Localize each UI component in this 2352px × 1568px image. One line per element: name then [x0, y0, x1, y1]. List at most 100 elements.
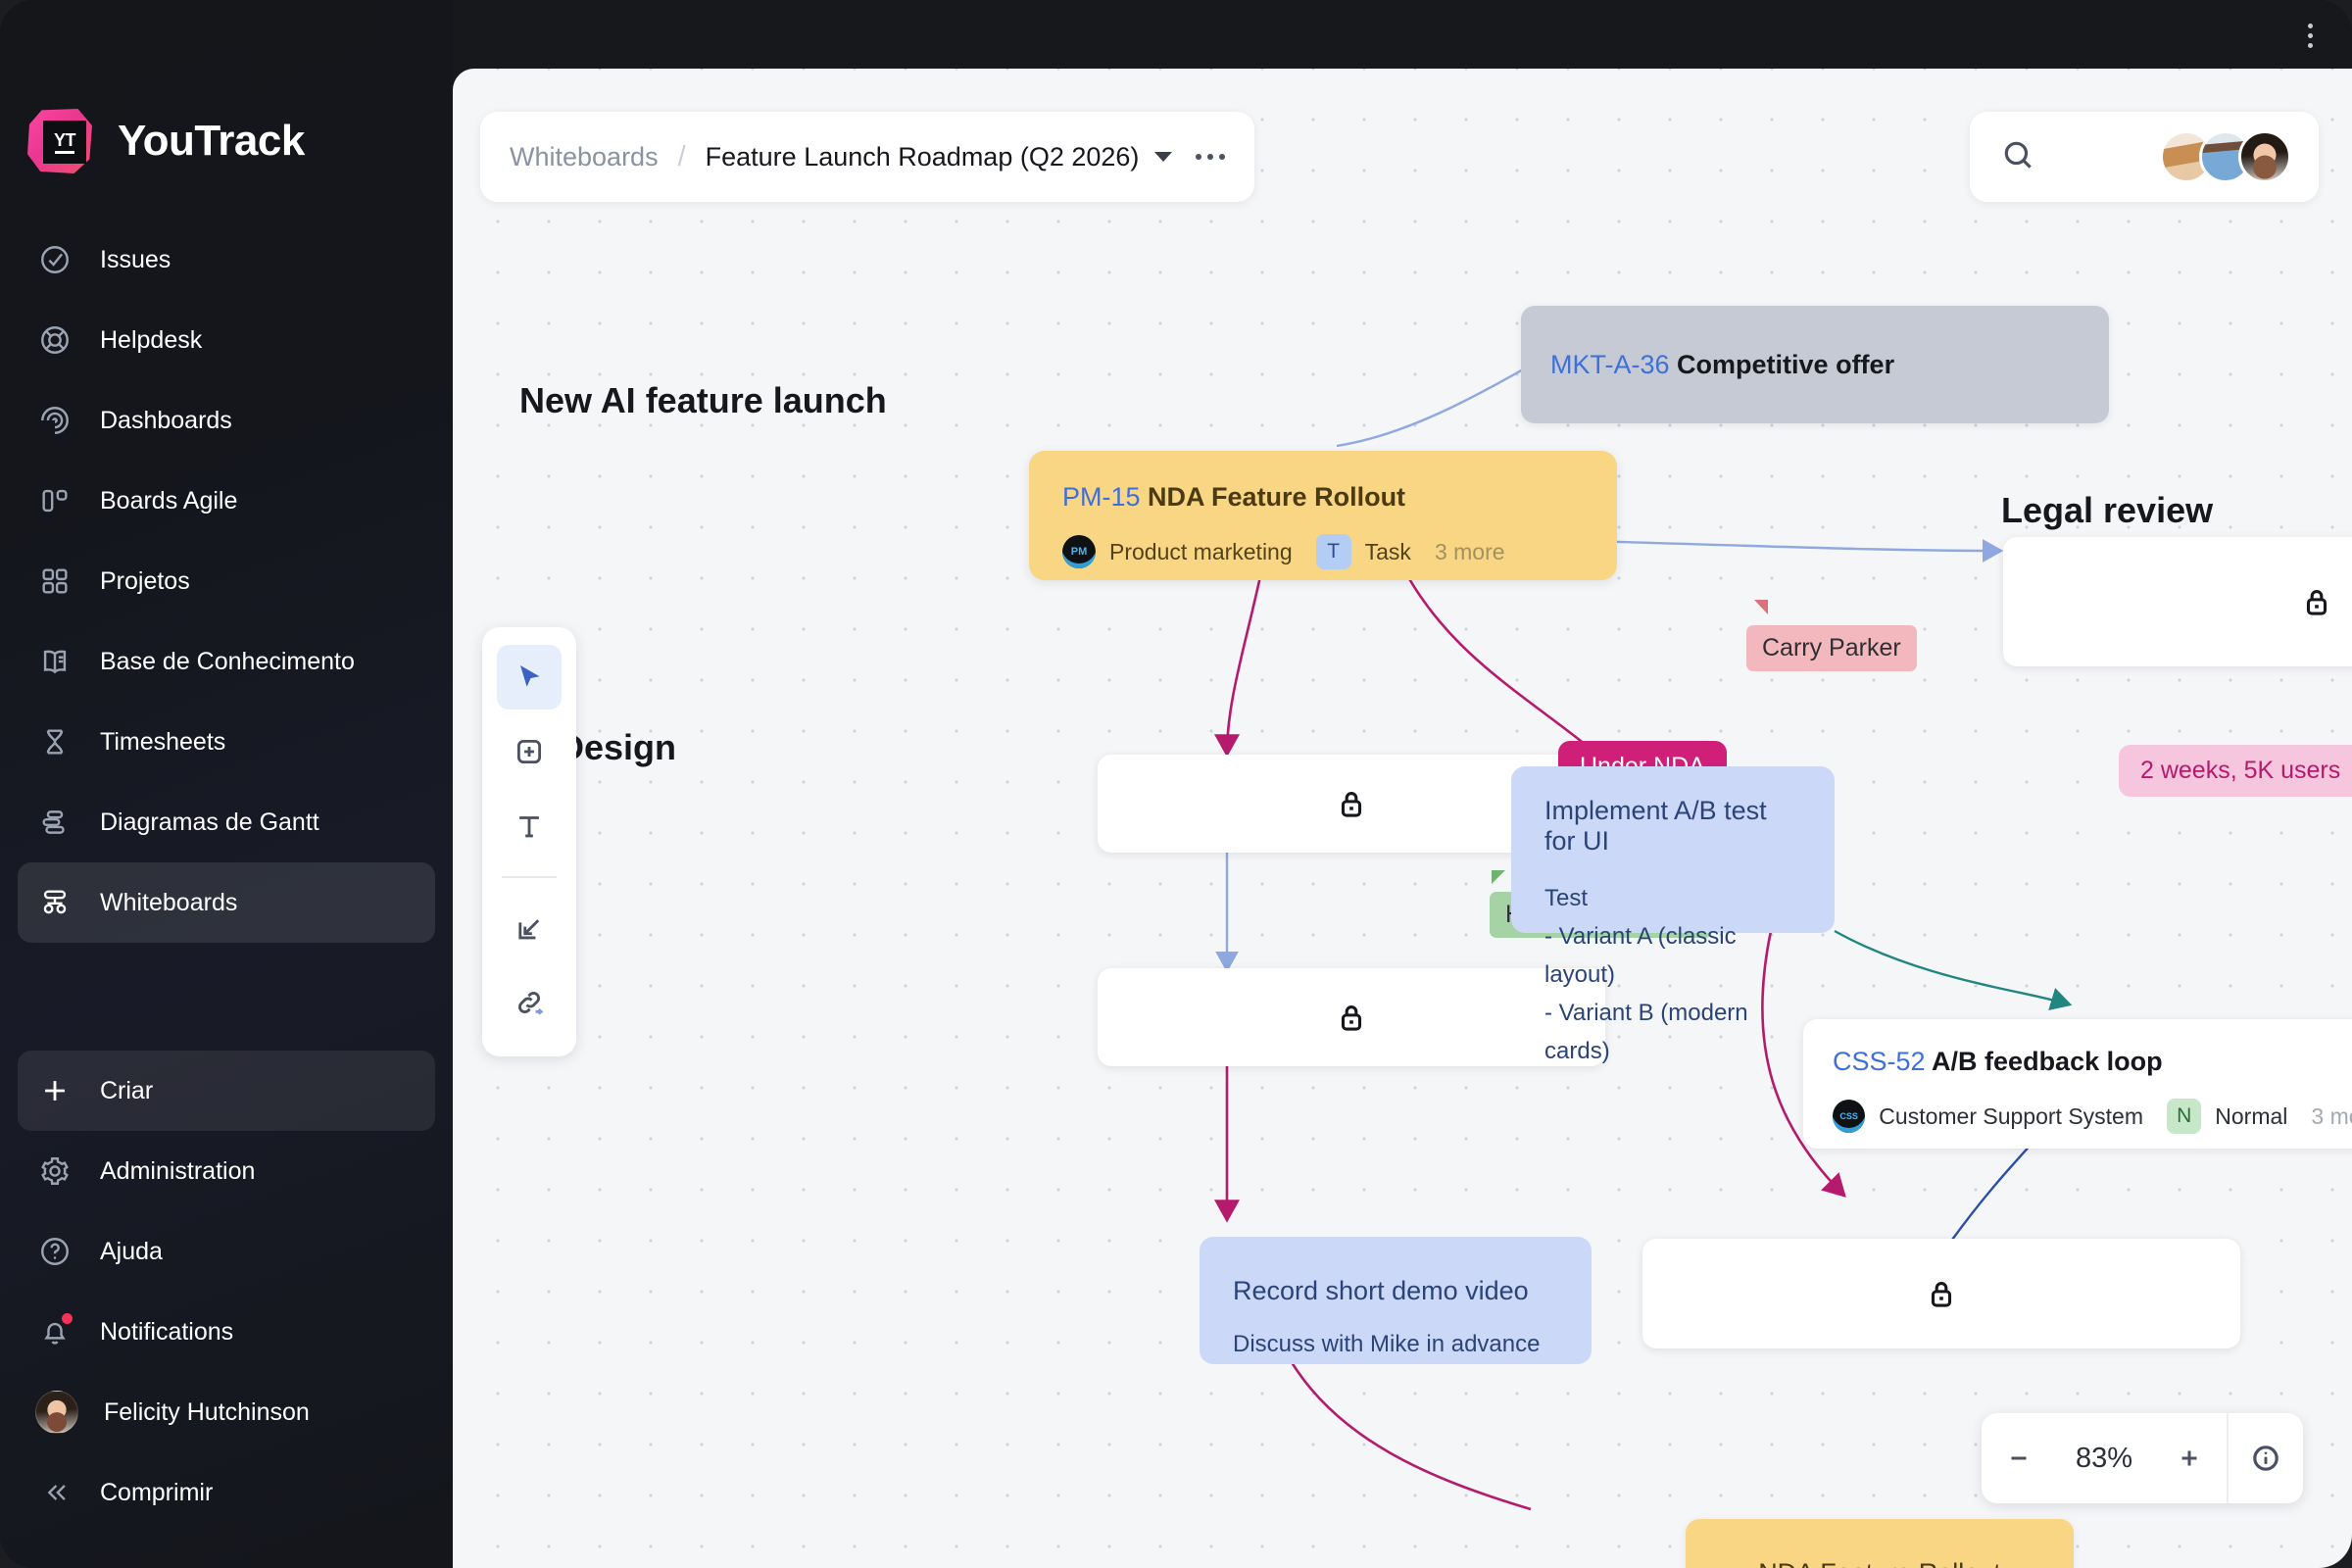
notification-badge-dot — [62, 1313, 73, 1324]
card-mkt-a-36[interactable]: MKT-A-36 Competitive offer — [1521, 306, 2109, 423]
toolbar-divider — [502, 876, 557, 878]
card-more-fields[interactable]: 3 more — [1434, 538, 1505, 564]
sidebar-item-administration[interactable]: Administration — [18, 1131, 435, 1211]
sidebar-item-criar[interactable]: Criar — [18, 1051, 435, 1131]
breadcrumb-root-link[interactable]: Whiteboards — [510, 141, 659, 172]
sidebar-item-base-de-conhecimento[interactable]: Base de Conhecimento — [18, 621, 435, 702]
section-title-new-ai: New AI feature launch — [519, 380, 887, 420]
question-circle-icon — [35, 1232, 74, 1271]
lock-icon — [1335, 999, 1368, 1036]
add-card-tool-button[interactable] — [497, 719, 562, 784]
breadcrumb: Whiteboards / Feature Launch Roadmap (Q2… — [480, 112, 1255, 202]
sidebar-item-comprimir[interactable]: Comprimir — [18, 1452, 435, 1533]
search-icon[interactable] — [1999, 136, 2036, 178]
select-tool-button[interactable] — [497, 645, 562, 710]
text-tool-button[interactable] — [497, 794, 562, 858]
type-badge-icon: N — [2167, 1099, 2202, 1134]
card-title: NDA Feature Rollout — [1758, 1558, 2001, 1568]
sidebar-item-label: Timesheets — [100, 727, 226, 756]
sidebar-item-whiteboards[interactable]: Whiteboards — [18, 862, 435, 943]
zoom-level-value: 83% — [2075, 1442, 2133, 1474]
brand-logo-block[interactable]: YT YouTrack — [0, 94, 453, 188]
whiteboard-icon — [35, 883, 74, 922]
link-tool-button[interactable] — [497, 970, 562, 1035]
check-circle-icon — [35, 240, 74, 279]
import-tool-button[interactable] — [497, 896, 562, 960]
gantt-icon — [35, 803, 74, 842]
cursor-carry-parker-label: Carry Parker — [1746, 600, 1917, 671]
grid-icon — [35, 562, 74, 601]
lock-icon — [1335, 785, 1368, 822]
card-pm-15[interactable]: PM-15 NDA Feature Rollout PM Product mar… — [1029, 451, 1617, 580]
sidebar-item-ajuda[interactable]: Ajuda — [18, 1211, 435, 1292]
sidebar-item-issues[interactable]: Issues — [18, 220, 435, 300]
window-kebab-menu-icon[interactable] — [2293, 14, 2327, 57]
card-meta: CSS Customer Support System N Normal 3 m… — [1833, 1099, 2352, 1134]
hourglass-icon — [35, 722, 74, 761]
card-project-name: Product marketing — [1109, 538, 1293, 564]
breadcrumb-separator: / — [677, 140, 686, 172]
sidebar-item-label: Felicity Hutchinson — [104, 1397, 310, 1426]
sidebar-item-timesheets[interactable]: Timesheets — [18, 702, 435, 782]
youtrack-logo-icon: YT — [27, 109, 92, 173]
card-title: PM-15 NDA Feature Rollout — [1062, 482, 1406, 512]
zoom-out-button[interactable] — [1982, 1413, 2056, 1503]
book-icon — [35, 642, 74, 681]
sidebar-item-boards-agile[interactable]: Boards Agile — [18, 461, 435, 541]
zoom-in-button[interactable] — [2152, 1413, 2227, 1503]
columns-icon — [35, 481, 74, 520]
card-more-fields[interactable]: 3 more — [2311, 1102, 2352, 1129]
header-actions — [1970, 112, 2319, 202]
logo-initials: YT — [53, 129, 76, 150]
card-bottom-locked[interactable] — [1642, 1239, 2240, 1348]
cursor-label: Carry Parker — [1746, 625, 1917, 671]
card-css-52[interactable]: CSS-52 A/B feedback loop CSS Customer Su… — [1803, 1019, 2352, 1149]
card-meta: PM Product marketing T Task 3 more — [1062, 534, 1584, 569]
sidebar-item-diagramas-de-gantt[interactable]: Diagramas de Gantt — [18, 782, 435, 862]
whiteboard-canvas[interactable]: New AI feature launch Design Legal revie… — [453, 69, 2352, 1568]
sidebar-item-label: Projetos — [100, 566, 190, 595]
card-legal-locked[interactable] — [2003, 537, 2352, 666]
type-badge-icon: T — [1315, 534, 1351, 569]
card-nda-feature-rollout[interactable]: NDA Feature Rollout — [1686, 1519, 2074, 1568]
sidebar-item-label: Ajuda — [100, 1237, 163, 1265]
sidebar-item-user-profile[interactable]: Felicity Hutchinson — [18, 1372, 435, 1452]
gear-icon — [35, 1152, 74, 1191]
card-title: Implement A/B test for UI — [1544, 796, 1767, 856]
tag-timeline[interactable]: 2 weeks, 5K users — [2119, 745, 2352, 797]
card-line: - Variant A (classic layout) — [1544, 922, 1737, 988]
card-subtitle: Discuss with Mike in advance — [1233, 1331, 1541, 1357]
main-content: New AI feature launch Design Legal revie… — [453, 69, 2352, 1568]
project-avatar-icon: PM — [1062, 535, 1096, 568]
card-type: Normal — [2215, 1102, 2288, 1129]
info-button[interactable] — [2229, 1413, 2303, 1503]
bell-icon — [35, 1312, 74, 1351]
chevron-down-icon[interactable] — [1154, 152, 1173, 162]
sidebar-item-label: Criar — [100, 1076, 154, 1104]
card-demo-video[interactable]: Record short demo video Discuss with Mik… — [1200, 1237, 1592, 1364]
card-ab-test[interactable]: Implement A/B test for UI Test - Variant… — [1511, 766, 1835, 1064]
page-title[interactable]: Feature Launch Roadmap (Q2 2026) — [705, 141, 1140, 172]
sidebar-item-label: Comprimir — [100, 1478, 214, 1506]
collaborator-avatars[interactable] — [2160, 130, 2291, 183]
sidebar-item-label: Dashboards — [100, 406, 232, 434]
card-project-name: Customer Support System — [1879, 1102, 2144, 1129]
card-title: CSS-52 A/B feedback loop — [1833, 1047, 2163, 1076]
section-title-design: Design — [559, 727, 677, 767]
sidebar-item-projetos[interactable]: Projetos — [18, 541, 435, 621]
sidebar-nav: Issues Helpdesk Dashboards Boards Agile … — [0, 220, 453, 943]
card-design-locked-2[interactable] — [1098, 968, 1605, 1066]
chevrons-left-icon — [35, 1473, 74, 1512]
sidebar-item-helpdesk[interactable]: Helpdesk — [18, 300, 435, 380]
zoom-control: 83% — [1982, 1413, 2303, 1503]
project-avatar-icon: CSS — [1833, 1100, 1866, 1133]
sidebar-item-label: Helpdesk — [100, 325, 203, 354]
section-title-legal-review: Legal review — [2001, 490, 2214, 530]
sidebar-item-label: Issues — [100, 245, 172, 273]
more-options-icon[interactable] — [1196, 154, 1226, 160]
avatar[interactable] — [2238, 130, 2291, 183]
sidebar-item-label: Diagramas de Gantt — [100, 808, 319, 836]
plus-icon — [35, 1071, 74, 1110]
sidebar-item-notifications[interactable]: Notifications — [18, 1292, 435, 1372]
sidebar-item-dashboards[interactable]: Dashboards — [18, 380, 435, 461]
